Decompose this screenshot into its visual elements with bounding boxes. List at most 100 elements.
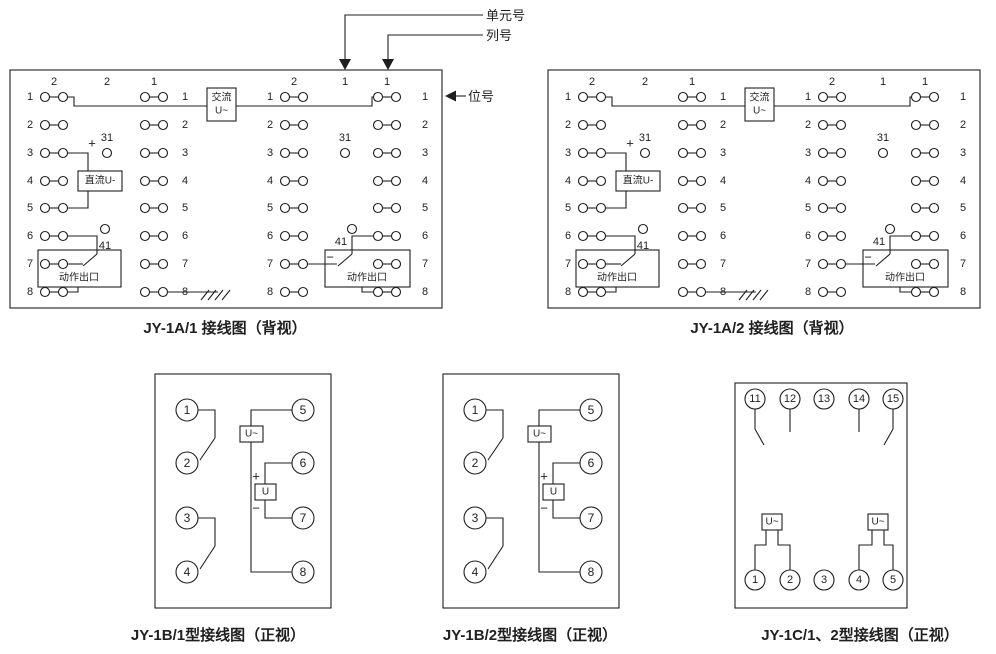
terminal [848, 569, 870, 591]
contact-blade [199, 545, 216, 570]
row-number: 7 [960, 258, 966, 270]
terminal-circle [297, 147, 309, 159]
terminal-circle [835, 230, 847, 242]
ac-box [239, 425, 264, 443]
output-box-label: 动作出口 [347, 271, 387, 284]
terminal-circle [928, 230, 940, 242]
terminal-circle [835, 202, 847, 214]
terminal-circle [695, 258, 707, 270]
plus-sign: + [540, 469, 548, 484]
terminal-number: 13 [818, 393, 830, 405]
row-number: 8 [267, 286, 273, 298]
ac-box [761, 513, 783, 531]
row-number: 3 [422, 147, 428, 159]
row-number: 7 [720, 258, 726, 270]
terminal-circle [928, 175, 940, 187]
terminal-circle [57, 119, 69, 131]
terminal-circle [372, 91, 384, 103]
terminal-number: 1 [752, 574, 758, 586]
terminal-circle [817, 119, 829, 131]
terminal [813, 569, 835, 591]
ac-box-label: U~ [753, 106, 766, 117]
test-point-31 [639, 147, 651, 159]
contact-wire [198, 517, 216, 546]
terminal-circle [57, 202, 69, 214]
column-number-arrowhead [382, 59, 394, 70]
terminal-number: 2 [184, 456, 191, 470]
terminal [579, 506, 603, 530]
terminal-circle [577, 258, 589, 270]
unit-number-label: 单元号 [486, 8, 526, 23]
row-number: 1 [422, 91, 428, 103]
row-number: 1 [720, 91, 726, 103]
row-number: 4 [267, 175, 273, 187]
terminal-circle [390, 202, 402, 214]
dc-supply-wire [606, 191, 627, 209]
row-number: 2 [182, 119, 188, 131]
output-contact-box [575, 249, 660, 288]
terminal-circle [595, 202, 607, 214]
terminal-circle [835, 286, 847, 298]
test-point-31-label: 31 [639, 132, 651, 144]
terminal-circle [677, 91, 689, 103]
terminal-circle [390, 286, 402, 298]
terminal-circle [57, 286, 69, 298]
dc-box-label: 直流U- [623, 174, 654, 187]
minus-sign: − [252, 501, 260, 516]
output-wire [606, 287, 617, 293]
terminal-circle [928, 91, 940, 103]
terminal-circle [372, 175, 384, 187]
row-number: 5 [27, 202, 33, 214]
ground-symbol [221, 289, 231, 301]
column-number: 1 [342, 76, 348, 88]
terminal [579, 451, 603, 475]
terminal-circle [372, 147, 384, 159]
terminal-circle [279, 258, 291, 270]
dc-box [542, 483, 565, 501]
row-number: 5 [720, 202, 726, 214]
terminal-circle [279, 147, 291, 159]
terminal-number: 4 [472, 565, 479, 579]
terminal-circle [577, 175, 589, 187]
row-number: 8 [960, 286, 966, 298]
terminal [291, 560, 315, 584]
terminal-circle [279, 230, 291, 242]
terminal-circle [910, 286, 922, 298]
terminal-circle [817, 91, 829, 103]
row-number: 6 [805, 230, 811, 242]
output-wire [68, 235, 98, 254]
relay-outline-jy-1b-2 [442, 373, 620, 609]
contact-blade [82, 253, 98, 267]
ac-wire [777, 530, 791, 570]
terminal-circle [57, 230, 69, 242]
terminal-circle [910, 258, 922, 270]
caption-jy-1b-1: JY-1B/1型接线图（正视） [130, 627, 306, 644]
column-number: 1 [922, 76, 928, 88]
ground-symbol [738, 289, 748, 301]
terminal-circle [39, 230, 51, 242]
row-number: 1 [960, 91, 966, 103]
terminal-circle [677, 258, 689, 270]
terminal-circle [835, 91, 847, 103]
row-number: 6 [27, 230, 33, 242]
terminal-circle [928, 286, 940, 298]
terminal [744, 388, 766, 410]
terminal [175, 398, 199, 422]
terminal-circle [910, 91, 922, 103]
dc-supply-wire [68, 152, 89, 171]
ac-wire [538, 409, 580, 426]
position-number-arrowhead [445, 90, 456, 102]
test-point-41 [884, 223, 896, 235]
terminal-circle [390, 147, 402, 159]
row-number: 6 [565, 230, 571, 242]
terminal-circle [157, 175, 169, 187]
row-number: 5 [565, 202, 571, 214]
terminal [463, 451, 487, 475]
relay-outline-jy-1a-2 [547, 69, 981, 309]
terminal [882, 388, 904, 410]
ac-box-label: U~ [533, 429, 546, 440]
terminal-circle [695, 230, 707, 242]
contact-wire [486, 517, 504, 546]
ac-box-label: U~ [765, 517, 778, 528]
